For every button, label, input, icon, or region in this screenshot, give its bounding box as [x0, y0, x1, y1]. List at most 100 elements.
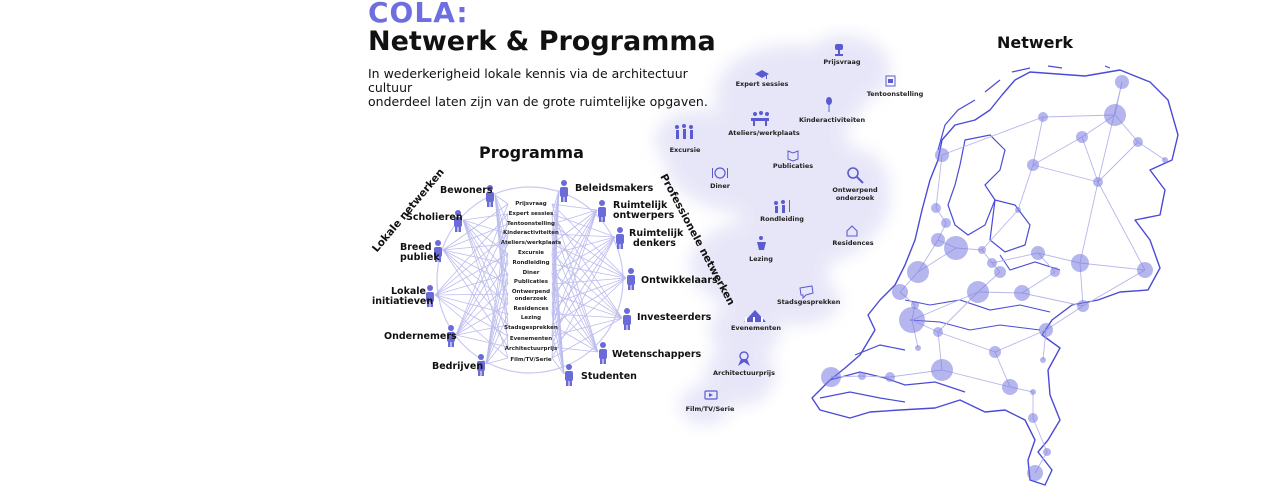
map-node	[1115, 75, 1129, 89]
map-flevoland	[989, 199, 1031, 253]
person-icon	[426, 285, 434, 307]
node-label-bewoners: Bewoners	[440, 185, 493, 196]
workshop-icon	[751, 111, 769, 126]
programma-link	[551, 209, 598, 326]
person-icon	[599, 342, 607, 364]
map-node	[1162, 157, 1168, 163]
map-link	[941, 116, 1044, 156]
group-walk-icon	[675, 124, 693, 139]
programma-link	[551, 263, 599, 353]
programma-link	[434, 213, 509, 296]
programma-link	[551, 277, 627, 285]
programma-link	[551, 346, 599, 353]
plate-icon	[712, 167, 728, 179]
map-link	[1032, 136, 1083, 166]
activity-label-residences: Residences	[832, 239, 874, 247]
medal-icon	[738, 351, 750, 366]
programma-link	[551, 203, 598, 211]
activity-label-prijsvraag: Prijsvraag	[823, 58, 861, 66]
map-link	[1021, 292, 1084, 307]
map-link	[981, 209, 1019, 251]
map-node	[1002, 379, 1018, 395]
map-node	[1015, 207, 1021, 213]
programma-link	[455, 223, 509, 336]
map-node	[1031, 246, 1045, 260]
speech-bubble-icon	[799, 285, 814, 300]
programma-link	[442, 249, 509, 326]
node-label-investeerders: Investeerders	[637, 312, 712, 323]
map-node	[1040, 357, 1046, 363]
map-link	[1032, 417, 1048, 453]
programma-link	[551, 277, 627, 348]
programma-link	[551, 335, 565, 375]
map-link	[1097, 81, 1123, 183]
programma-link	[485, 253, 509, 365]
subtitle-line-1: In wederkerigheid lokale kennis via de a…	[368, 66, 688, 95]
activity-label-excursie: Excursie	[669, 146, 701, 154]
map-link	[1017, 164, 1034, 211]
map-link	[1137, 141, 1166, 161]
map-node	[915, 345, 921, 351]
map-node	[931, 359, 953, 381]
programma-link	[455, 334, 509, 348]
map-link	[1097, 141, 1139, 183]
node-label-ontwikkelaars: Ontwikkelaars	[641, 275, 718, 286]
subtitle-line-2: onderdeel laten zijn van de grote ruimte…	[368, 94, 708, 109]
map-link	[1079, 262, 1146, 271]
programma-link	[551, 236, 616, 337]
programma-link	[551, 209, 598, 225]
activity-label-stadsgesprekken: Stadsgesprekken	[777, 298, 841, 306]
node-label-beleidsmakers: Beleidsmakers	[575, 183, 654, 194]
map-node	[1133, 137, 1143, 147]
map-link	[1045, 305, 1084, 331]
book-icon	[787, 150, 799, 162]
programma-link	[462, 213, 509, 221]
map-link	[1042, 114, 1116, 118]
programma-link	[551, 273, 623, 319]
map-rivers	[904, 254, 1061, 331]
person-icon	[616, 227, 624, 249]
programma-link	[485, 357, 509, 365]
programma-link	[485, 213, 509, 365]
programma-title: Programma	[479, 143, 584, 162]
programma-link	[462, 219, 509, 359]
map-node	[1039, 323, 1053, 337]
map-node	[1077, 300, 1089, 312]
programma-link	[551, 189, 560, 215]
activity-label-tentoonstelling: Tentoonstelling	[866, 90, 924, 98]
programma-link	[494, 194, 509, 205]
programma-link	[551, 203, 599, 353]
balloon-icon	[826, 97, 832, 112]
map-node	[967, 281, 989, 303]
person-icon	[447, 325, 455, 347]
programma-link	[485, 233, 509, 365]
map-node	[1076, 131, 1088, 143]
activity-label-evenementen: Evenementen	[730, 324, 782, 332]
map-node	[935, 148, 949, 162]
map-node	[1050, 267, 1060, 277]
map-node	[1093, 177, 1103, 187]
programma-link	[434, 294, 509, 359]
node-label-bedrijven: Bedrijven	[432, 361, 484, 372]
person-icon	[560, 180, 568, 202]
map-link	[937, 331, 996, 353]
map-node	[1043, 448, 1051, 456]
activity-icons	[675, 44, 896, 400]
map-outline	[811, 69, 1179, 486]
programma-link	[551, 236, 616, 255]
programma-connection-lines	[434, 189, 627, 375]
programma-link	[551, 209, 598, 305]
programma-link	[434, 233, 509, 296]
programma-link	[551, 317, 623, 359]
map-node	[933, 327, 943, 337]
programma-link	[485, 293, 509, 365]
programma-link	[551, 233, 623, 319]
page-title: Netwerk & Programma	[368, 26, 716, 57]
tour-icon	[774, 200, 790, 213]
map-node	[1027, 159, 1039, 171]
activity-label-diner: Diner	[710, 182, 730, 190]
person-icon	[486, 185, 494, 207]
person-icon	[454, 210, 462, 232]
person-icon	[565, 364, 573, 386]
